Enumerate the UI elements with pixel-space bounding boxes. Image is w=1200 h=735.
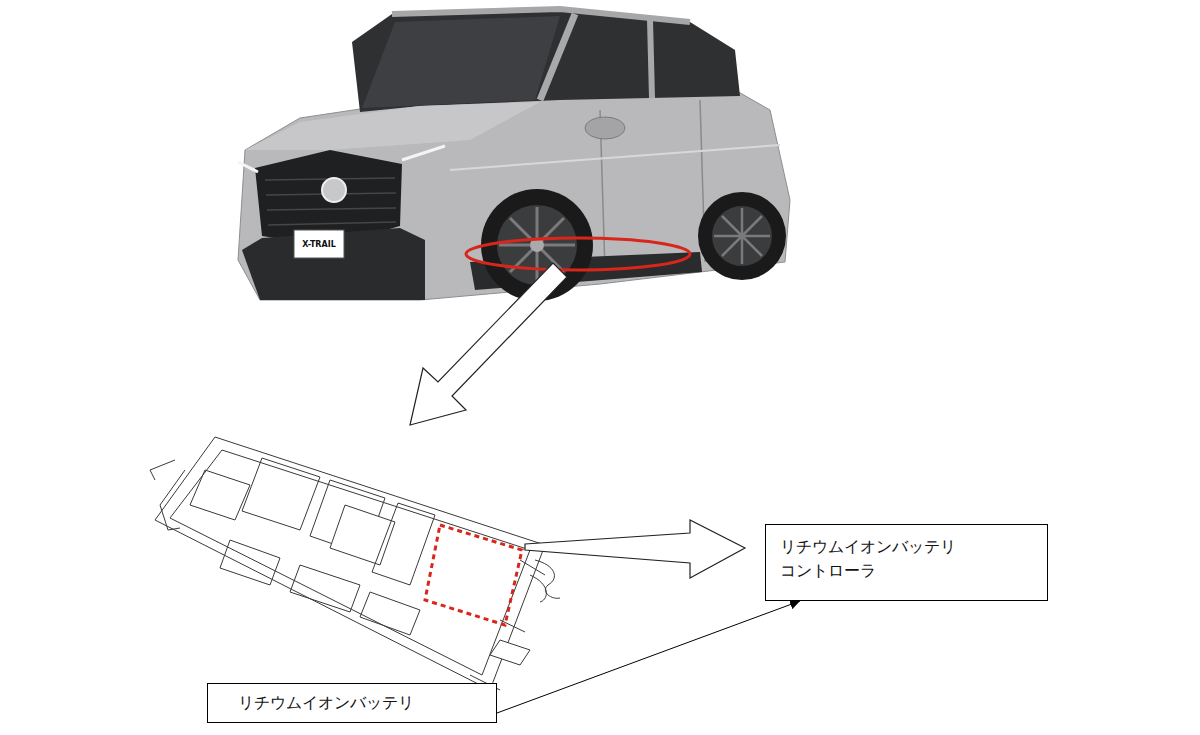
badge-text: X-TRAIL	[302, 240, 336, 249]
grille-pattern	[265, 178, 396, 225]
highlight-ellipse	[466, 238, 690, 270]
mirror	[585, 117, 625, 139]
leader-arrow	[497, 601, 800, 713]
component-name: リチウムイオンバッテリ	[238, 691, 482, 715]
car-illustration	[238, 9, 790, 301]
component-name: リチウムイオンバッテリ コントローラ	[780, 535, 1033, 583]
car-greenhouse	[352, 9, 740, 112]
license-plate	[294, 230, 344, 258]
hood	[245, 102, 540, 150]
rear-wheel	[698, 192, 786, 280]
highlight-dashed-box	[425, 525, 522, 625]
character-line	[450, 145, 780, 170]
b-pillar	[650, 20, 652, 98]
hollow-arrow	[525, 520, 745, 578]
headlight	[238, 146, 445, 172]
front-bumper	[242, 228, 425, 300]
windshield	[362, 16, 560, 108]
car-body	[238, 70, 790, 300]
battery-pack-drawing	[150, 437, 560, 690]
nissan-badge	[322, 178, 346, 202]
component-box: リチウムイオンバッテリ	[207, 683, 497, 723]
component-box: リチウムイオンバッテリ コントローラ	[765, 524, 1048, 601]
hollow-arrow	[410, 263, 567, 425]
